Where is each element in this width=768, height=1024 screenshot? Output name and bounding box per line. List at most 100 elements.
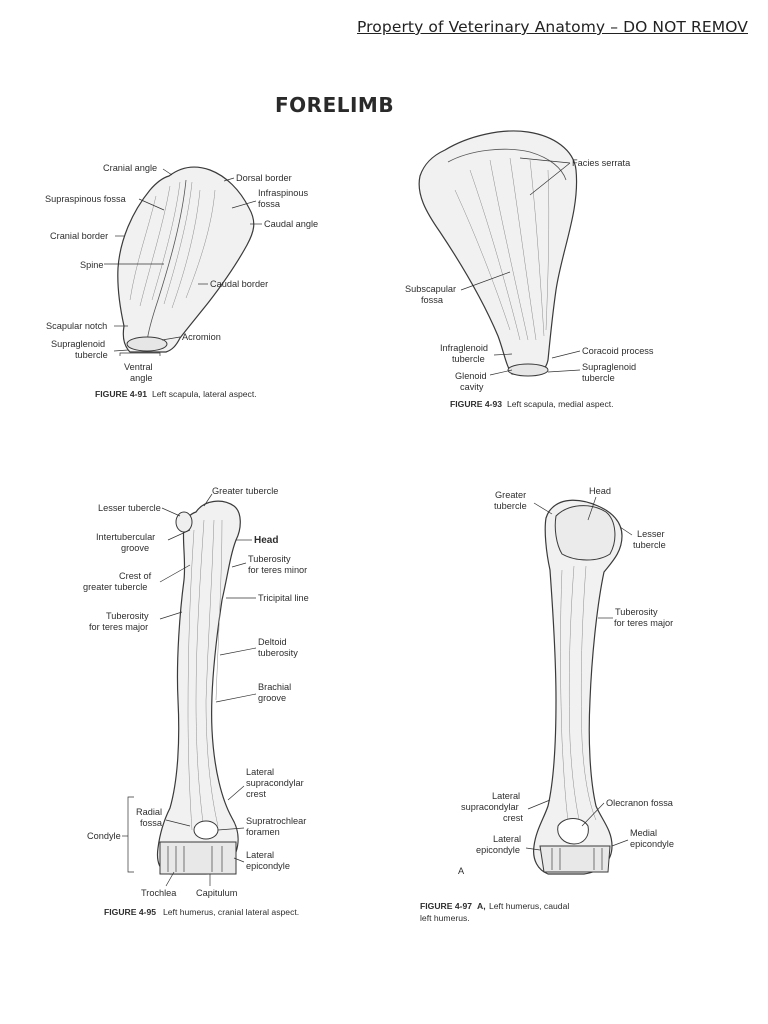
- label-lateral-epicondyle-1: Lateral: [493, 834, 521, 844]
- label-spine: Spine: [80, 260, 104, 270]
- label-deltoid-tuberosity-1: Deltoid: [258, 637, 287, 647]
- caption-4-97-text: Left humerus, caudal: [489, 901, 569, 911]
- label-lateral-supracondylar-crest-1: Lateral: [246, 767, 274, 777]
- label-supraglenoid-tubercle-2: tubercle: [582, 373, 615, 383]
- label-tuberosity-teres-major-1: Tuberosity: [106, 611, 149, 621]
- label-crest-greater-tubercle-1: Crest of: [119, 571, 152, 581]
- figure-4-95: Greater tubercle Lesser tubercle Intertu…: [83, 486, 309, 917]
- facies-serrata-rim: [447, 148, 567, 181]
- label-crest-greater-tubercle-2: greater tubercle: [83, 582, 147, 592]
- label-supratrochlear-foramen-2: foramen: [246, 827, 280, 837]
- caption-4-95-number: FIGURE 4-95: [104, 907, 156, 917]
- label-tricipital-line: Tricipital line: [258, 593, 309, 603]
- page-title: FORELIMB: [275, 93, 395, 117]
- label-acromion: Acromion: [182, 332, 221, 342]
- label-intertubercular-groove-1: Intertubercular: [96, 532, 155, 542]
- panel-letter-a: A: [458, 866, 465, 876]
- label-glenoid-cavity-2: cavity: [460, 382, 484, 392]
- label-lateral-supracondylar-crest-2: supracondylar: [461, 802, 519, 812]
- label-cranial-angle: Cranial angle: [103, 163, 157, 173]
- label-greater-tubercle: Greater tubercle: [212, 486, 278, 496]
- label-subscapular-fossa-2: fossa: [421, 295, 444, 305]
- label-infraglenoid-tubercle-1: Infraglenoid: [440, 343, 488, 353]
- label-supraspinous-fossa: Supraspinous fossa: [45, 194, 127, 204]
- label-lateral-supracondylar-crest-1: Lateral: [492, 791, 520, 801]
- caption-4-91-number: FIGURE 4-91: [95, 389, 147, 399]
- label-brachial-groove-1: Brachial: [258, 682, 291, 692]
- label-greater-tubercle-1: Greater: [495, 490, 526, 500]
- trochlea-capitulum-shape: [159, 841, 237, 875]
- caudal-condyle-shape: [539, 845, 611, 873]
- humerus-head-shape: [554, 505, 616, 561]
- label-medial-epicondyle-1: Medial: [630, 828, 657, 838]
- olecranon-fossa-shape: [557, 818, 589, 845]
- scapular-spine-ridge: [146, 179, 187, 343]
- label-caudal-border: Caudal border: [210, 279, 268, 289]
- caption-4-97-letter: A,: [477, 901, 486, 911]
- label-ventral-angle-1: Ventral: [124, 362, 153, 372]
- label-condyle: Condyle: [87, 831, 121, 841]
- label-lateral-supracondylar-crest-3: crest: [503, 813, 523, 823]
- label-glenoid-cavity-1: Glenoid: [455, 371, 487, 381]
- label-head: Head: [589, 486, 611, 496]
- page-header: Property of Veterinary Anatomy – DO NOT …: [357, 18, 748, 36]
- caption-4-93-number: FIGURE 4-93: [450, 399, 502, 409]
- label-facies-serrata: Facies serrata: [572, 158, 631, 168]
- label-lateral-supracondylar-crest-3: crest: [246, 789, 266, 799]
- label-trochlea: Trochlea: [141, 888, 177, 898]
- label-lesser-tubercle: Lesser tubercle: [98, 503, 161, 513]
- label-dorsal-border: Dorsal border: [236, 173, 292, 183]
- label-brachial-groove-2: groove: [258, 693, 286, 703]
- caption-4-93-text: Left scapula, medial aspect.: [507, 399, 614, 409]
- label-medial-epicondyle-2: epicondyle: [630, 839, 674, 849]
- label-deltoid-tuberosity-2: tuberosity: [258, 648, 298, 658]
- label-radial-fossa-1: Radial: [136, 807, 162, 817]
- scapula-lateral-drawing: [117, 166, 255, 353]
- glenoid-medial-shape: [507, 363, 549, 377]
- lesser-tubercle-shape: [175, 511, 193, 533]
- label-cranial-border: Cranial border: [50, 231, 108, 241]
- label-capitulum: Capitulum: [196, 888, 238, 898]
- caption-4-97-text-2: left humerus.: [420, 913, 470, 923]
- figure-4-93: Facies serrata Subscapular fossa Infragl…: [405, 130, 654, 409]
- label-supratrochlear-foramen-1: Supratrochlear: [246, 816, 306, 826]
- label-supraglenoid-tubercle-1: Supraglenoid: [582, 362, 636, 372]
- humerus-cranial-hatching: [187, 519, 223, 831]
- caption-4-97-number: FIGURE 4-97: [420, 901, 472, 911]
- humerus-caudal-hatching: [560, 565, 597, 825]
- label-infraglenoid-tubercle-2: tubercle: [452, 354, 485, 364]
- label-lateral-epicondyle-2: epicondyle: [246, 861, 290, 871]
- label-coracoid-process: Coracoid process: [582, 346, 654, 356]
- label-subscapular-fossa-1: Subscapular: [405, 284, 456, 294]
- label-tuberosity-teres-major-2: for teres major: [614, 618, 673, 628]
- glenoid-cavity-shape: [126, 336, 168, 352]
- label-lesser-tubercle-1: Lesser: [637, 529, 665, 539]
- label-greater-tubercle-2: tubercle: [494, 501, 527, 511]
- label-scapular-notch: Scapular notch: [46, 321, 107, 331]
- scapula-hatching: [129, 181, 216, 309]
- humerus-cranial-drawing: [156, 500, 241, 875]
- scapula-medial-hatching: [454, 157, 550, 341]
- figure-4-97: Greater tubercle Head Lesser tubercle Tu…: [420, 486, 674, 923]
- label-lateral-epicondyle-1: Lateral: [246, 850, 274, 860]
- supratrochlear-foramen-shape: [193, 820, 219, 840]
- label-tuberosity-teres-minor-2: for teres minor: [248, 565, 307, 575]
- label-tuberosity-teres-major-1: Tuberosity: [615, 607, 658, 617]
- label-olecranon-fossa: Olecranon fossa: [606, 798, 674, 808]
- label-intertubercular-groove-2: groove: [121, 543, 149, 553]
- label-ventral-angle-2: angle: [130, 373, 152, 383]
- label-lateral-epicondyle-2: epicondyle: [476, 845, 520, 855]
- caption-4-91-text: Left scapula, lateral aspect.: [152, 389, 257, 399]
- label-supraglenoid-tubercle-2: tubercle: [75, 350, 108, 360]
- label-tuberosity-teres-minor-1: Tuberosity: [248, 554, 291, 564]
- label-supraglenoid-tubercle-1: Supraglenoid: [51, 339, 105, 349]
- label-lesser-tubercle-2: tubercle: [633, 540, 666, 550]
- condyle-bracket: [127, 796, 134, 873]
- label-lateral-supracondylar-crest-2: supracondylar: [246, 778, 304, 788]
- figure-4-91: Cranial angle Dorsal border Infraspinous…: [45, 163, 318, 399]
- scapula-medial-drawing: [418, 130, 578, 375]
- label-infraspinous-fossa-1: Infraspinous: [258, 188, 308, 198]
- label-radial-fossa-2: fossa: [140, 818, 163, 828]
- label-tuberosity-teres-major-2: for teres major: [89, 622, 148, 632]
